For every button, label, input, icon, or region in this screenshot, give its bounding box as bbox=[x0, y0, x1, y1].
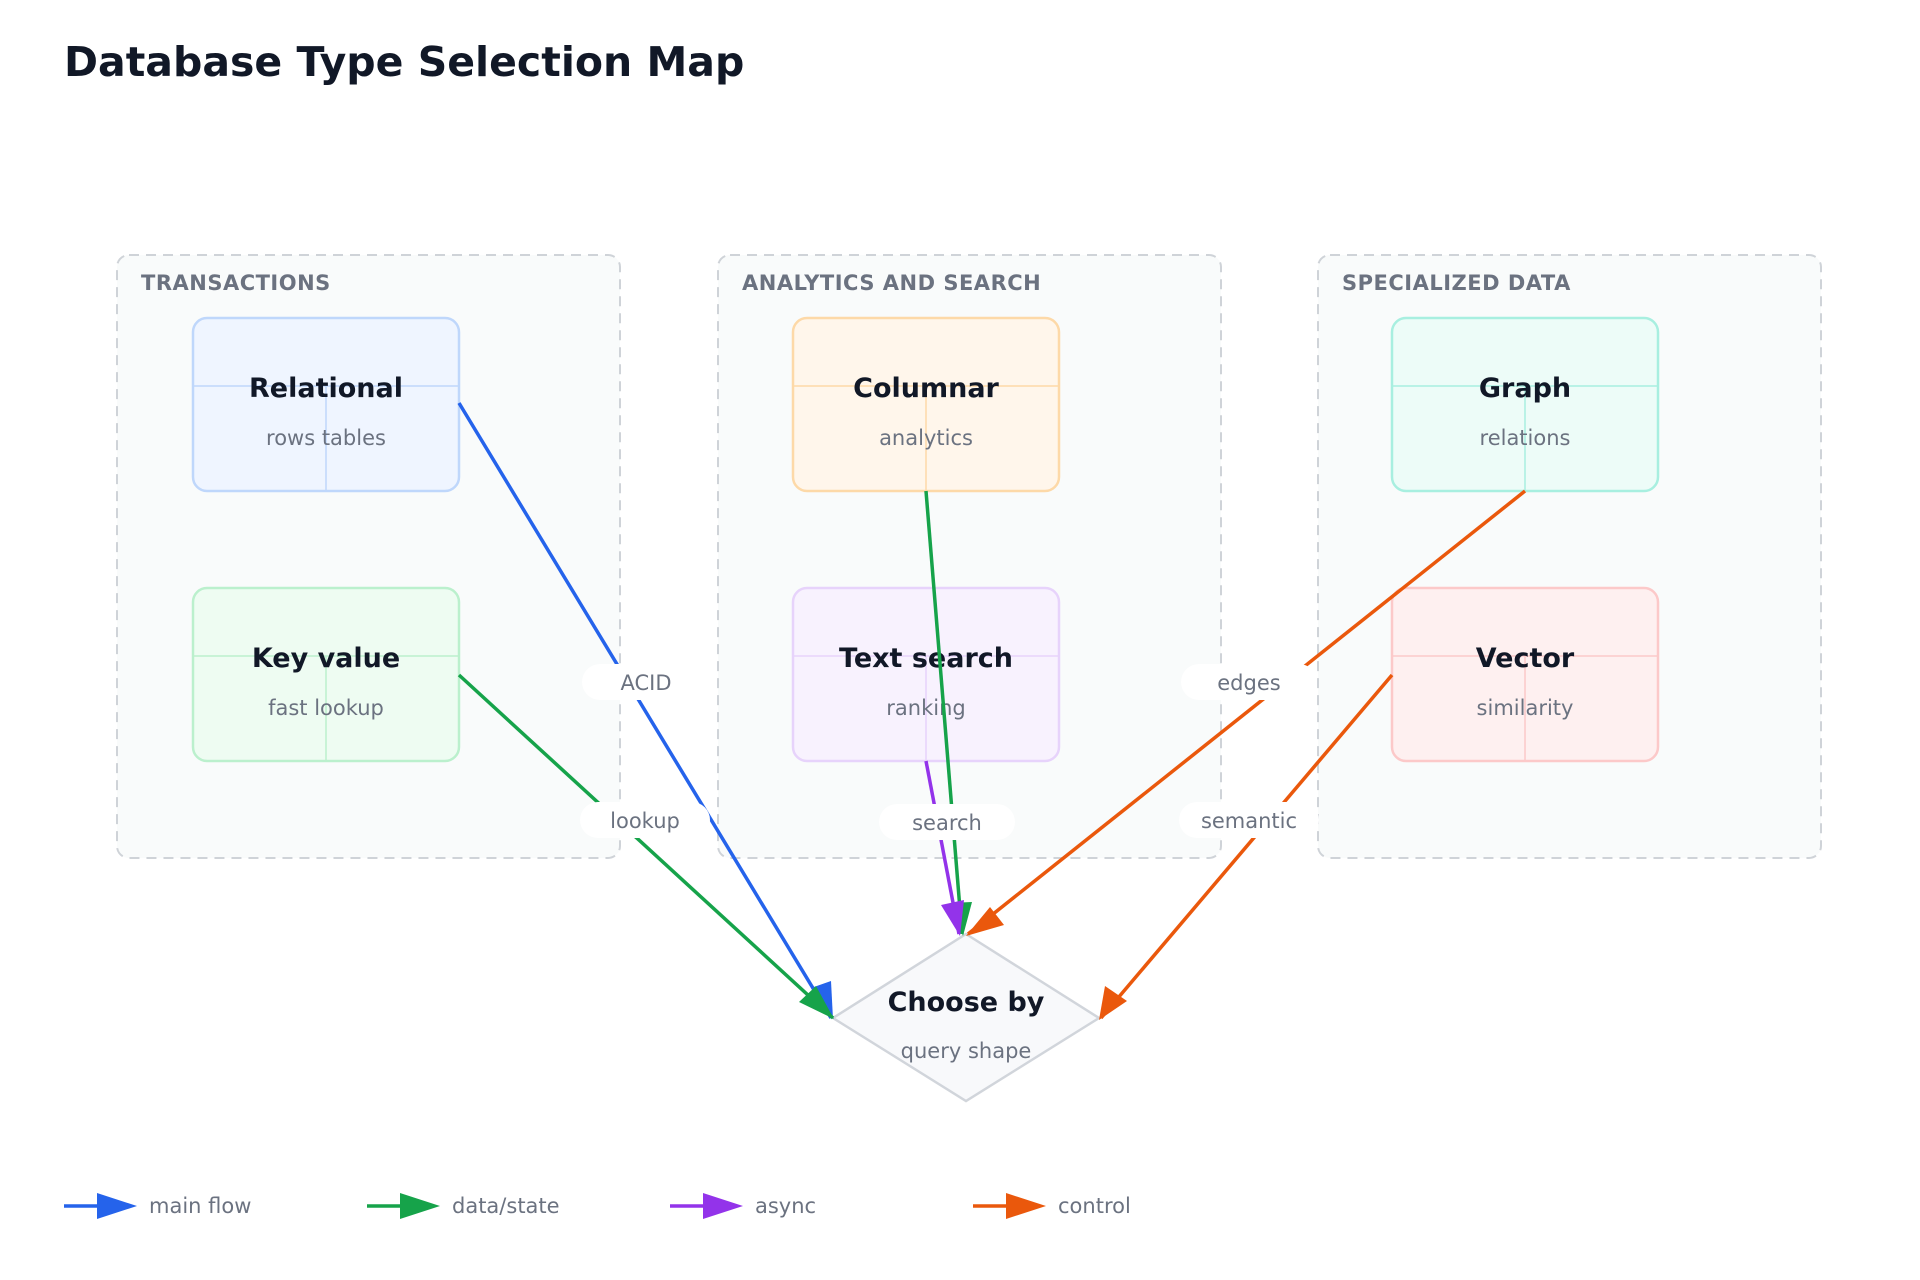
arrowhead-lookup bbox=[799, 986, 834, 1019]
node-relational-title: Relational bbox=[249, 373, 403, 404]
group-specialized-label: SPECIALIZED DATA bbox=[1342, 271, 1571, 295]
edge-vector-to-decision bbox=[1099, 673, 1394, 1020]
edge-key-value-to-decision bbox=[457, 673, 835, 1020]
arrowhead-search bbox=[941, 900, 964, 936]
arrowhead-edges bbox=[966, 907, 1004, 936]
legend-data-state-arrow-icon bbox=[400, 1193, 440, 1219]
edges bbox=[457, 402, 1527, 1020]
node-graph-subtitle: relations bbox=[1480, 426, 1571, 450]
node-key-value-subtitle: fast lookup bbox=[268, 696, 384, 720]
edge-label-acid-text: ACID bbox=[620, 671, 671, 695]
node-columnar-title: Columnar bbox=[853, 373, 999, 404]
node-relational-subtitle: rows tables bbox=[266, 426, 386, 450]
node-vector-subtitle: similarity bbox=[1477, 696, 1574, 720]
edge-columnar-to-decision bbox=[924, 490, 964, 935]
legend-data-state: data/state bbox=[367, 1193, 560, 1219]
legend-data-state-label: data/state bbox=[452, 1194, 560, 1218]
node-text-search[interactable]: Text search ranking bbox=[791, 586, 1061, 763]
node-graph-title: Graph bbox=[1479, 373, 1571, 404]
node-key-value[interactable]: Key value fast lookup bbox=[191, 586, 461, 763]
node-key-value-title: Key value bbox=[252, 643, 400, 674]
legend-async-arrow-icon bbox=[703, 1193, 743, 1219]
legend-control: control bbox=[973, 1193, 1131, 1219]
node-text-search-subtitle: ranking bbox=[886, 696, 965, 720]
node-vector[interactable]: Vector similarity bbox=[1390, 586, 1660, 763]
edge-label-edges: edges bbox=[1181, 664, 1317, 700]
edge-label-lookup: lookup bbox=[580, 802, 710, 838]
group-transactions-label: TRANSACTIONS bbox=[141, 271, 331, 295]
edge-label-edges-text: edges bbox=[1217, 671, 1280, 695]
legend-control-arrow-icon bbox=[1006, 1193, 1046, 1219]
node-decision-title: Choose by bbox=[888, 987, 1045, 1018]
legend-async: async bbox=[670, 1193, 816, 1219]
edge-label-semantic-text: semantic bbox=[1201, 809, 1297, 833]
legend-main-flow: main flow bbox=[64, 1193, 251, 1219]
page-title: Database Type Selection Map bbox=[64, 38, 744, 86]
legend-async-label: async bbox=[755, 1194, 816, 1218]
node-columnar-subtitle: analytics bbox=[879, 426, 973, 450]
legend-main-flow-arrow-icon bbox=[97, 1193, 137, 1219]
node-decision[interactable]: Choose by query shape bbox=[830, 932, 1102, 1103]
arrowhead-semantic bbox=[1099, 986, 1127, 1020]
legend-control-label: control bbox=[1058, 1194, 1131, 1218]
edge-label-search-text: search bbox=[912, 811, 982, 835]
edge-label-semantic: semantic bbox=[1179, 802, 1319, 838]
edge-relational-to-decision bbox=[457, 402, 833, 1019]
group-analytics-label: ANALYTICS AND SEARCH bbox=[742, 271, 1041, 295]
legend-main-flow-label: main flow bbox=[149, 1194, 251, 1218]
edge-graph-to-decision bbox=[966, 489, 1527, 936]
node-columnar[interactable]: Columnar analytics bbox=[791, 316, 1061, 493]
node-relational[interactable]: Relational rows tables bbox=[191, 316, 461, 493]
node-graph[interactable]: Graph relations bbox=[1390, 316, 1660, 493]
node-vector-title: Vector bbox=[1476, 643, 1575, 674]
legend: main flow data/state async control bbox=[64, 1193, 1131, 1219]
edge-label-search: search bbox=[879, 804, 1015, 840]
node-decision-subtitle: query shape bbox=[901, 1039, 1032, 1063]
node-text-search-title: Text search bbox=[839, 643, 1013, 674]
edge-label-acid: ACID bbox=[582, 664, 692, 700]
edge-label-lookup-text: lookup bbox=[610, 809, 680, 833]
